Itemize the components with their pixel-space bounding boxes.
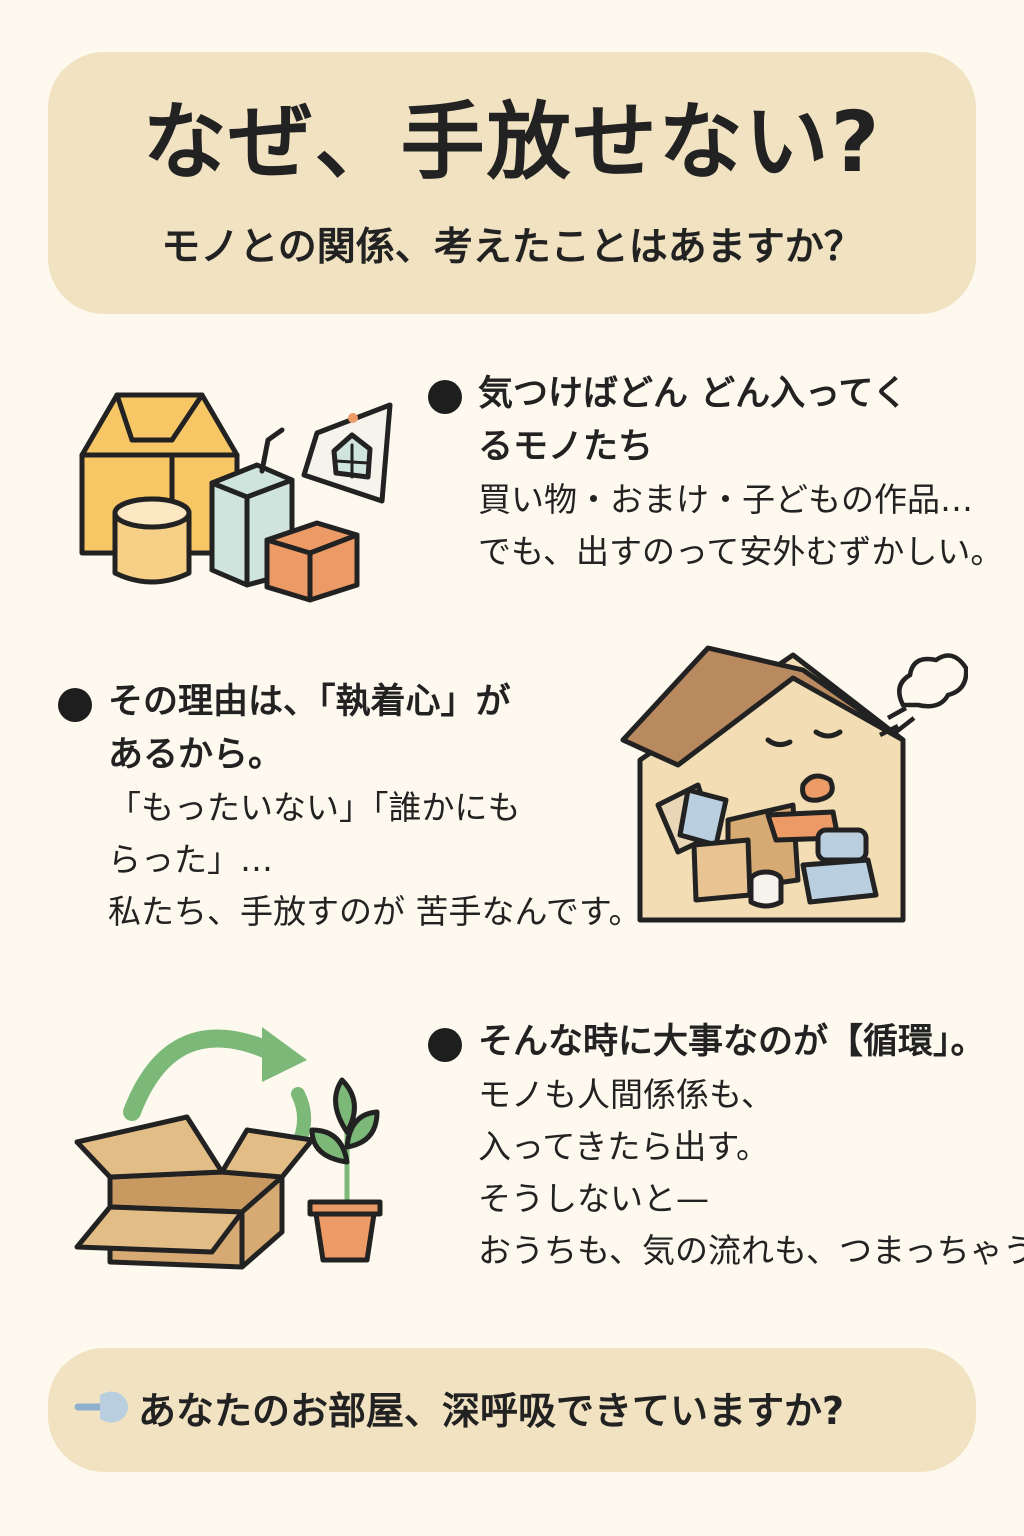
section-body: モノも人間係係も、 入ってきたら出す。 そうしないと— おうちも、気の流れも、つ… bbox=[478, 1075, 1024, 1270]
breath-icon bbox=[74, 1391, 128, 1423]
section-heading: その理由は、「執着心」が あるから。 bbox=[58, 676, 642, 782]
box-to-plant-cycle-illustration bbox=[74, 1027, 383, 1270]
section-circulation: そんな時に大事なのが【循環」。 モノも人間係係も、 入ってきたら出す。 そうしな… bbox=[428, 1016, 1024, 1277]
section-heading: そんな時に大事なのが【循環」。 bbox=[428, 1016, 1024, 1069]
section-attachment: その理由は、「執着心」が あるから。 「もったいない」「誰かにも らった」… 私… bbox=[58, 676, 642, 938]
bullet-icon bbox=[58, 688, 92, 722]
footer-panel bbox=[48, 1348, 976, 1472]
section-body: 「もったいない」「誰かにも らった」… 私たち、手放すのが 苦手なんです。 bbox=[108, 788, 642, 931]
stuff-pile-illustration bbox=[79, 392, 393, 603]
section-heading: 気つけばどん どん入ってく るモノたち bbox=[428, 368, 1003, 474]
page-title: なぜ、手放せない? bbox=[142, 93, 882, 191]
section-incoming-things: 気つけばどん どん入ってく るモノたち 買い物・おまけ・子どもの作品… でも、出… bbox=[428, 368, 1003, 578]
section-body: 買い物・おまけ・子どもの作品… でも、出すのって安外むずかしい。 bbox=[478, 480, 1004, 571]
page-subtitle: モノとの関係、考えたことはあますか？ bbox=[161, 225, 863, 270]
bullet-icon bbox=[428, 1028, 462, 1062]
footer-question: あなたのお部屋、深呼吸できていますか? bbox=[138, 1389, 845, 1433]
cluttered-house-illustration bbox=[620, 645, 968, 923]
header-panel bbox=[48, 52, 976, 314]
bullet-icon bbox=[428, 380, 462, 414]
